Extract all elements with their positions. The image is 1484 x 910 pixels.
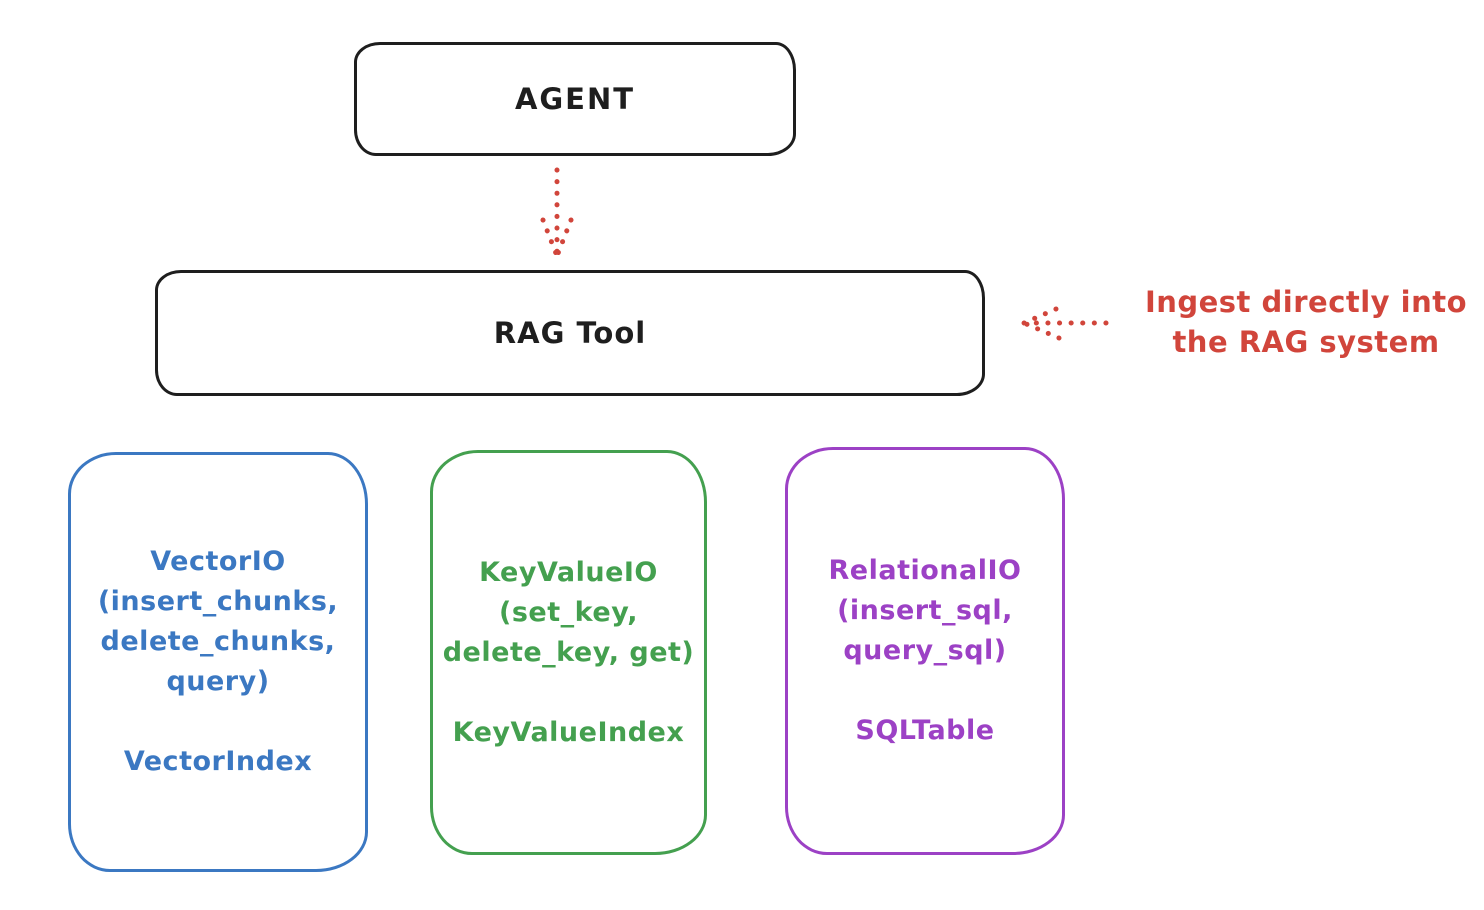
vector-io-methods-line2: delete_chunks, bbox=[100, 626, 336, 657]
annotation-to-ragtool-dotted-arrow-icon bbox=[1021, 306, 1109, 341]
keyvalue-io-methods-line2: delete_key, get) bbox=[442, 636, 695, 668]
rag-tool-label: RAG Tool bbox=[493, 316, 647, 350]
relational-io-methods-line2: query_sql) bbox=[843, 635, 1007, 666]
sql-table-label: SQLTable bbox=[855, 715, 995, 746]
ingest-annotation-line2: the RAG system bbox=[1172, 325, 1440, 359]
vector-io-node: VectorIO (insert_chunks, delete_chunks, … bbox=[68, 452, 368, 872]
rag-tool-node: RAG Tool bbox=[155, 270, 985, 396]
vector-index-label: VectorIndex bbox=[123, 746, 313, 777]
agent-label: AGENT bbox=[514, 82, 636, 116]
keyvalue-index-label: KeyValueIndex bbox=[452, 716, 685, 748]
keyvalue-io-title: KeyValueIO bbox=[479, 556, 658, 588]
vector-io-text: VectorIO (insert_chunks, delete_chunks, … bbox=[98, 542, 338, 782]
relational-io-methods-line1: (insert_sql, bbox=[837, 595, 1013, 626]
keyvalue-io-methods-line1: (set_key, bbox=[499, 596, 638, 628]
vector-io-title: VectorIO bbox=[150, 546, 286, 577]
ingest-annotation: Ingest directly into the RAG system bbox=[1138, 282, 1474, 362]
keyvalue-io-text: KeyValueIO (set_key, delete_key, get) Ke… bbox=[443, 553, 695, 753]
keyvalue-io-node: KeyValueIO (set_key, delete_key, get) Ke… bbox=[430, 450, 707, 855]
agent-node: AGENT bbox=[354, 42, 796, 156]
vector-io-methods-line3: query) bbox=[166, 666, 270, 697]
relational-io-title: RelationalIO bbox=[828, 555, 1022, 586]
relational-io-text: RelationalIO (insert_sql, query_sql) SQL… bbox=[829, 551, 1022, 751]
relational-io-node: RelationalIO (insert_sql, query_sql) SQL… bbox=[785, 447, 1065, 855]
agent-to-ragtool-dotted-arrow-icon bbox=[540, 167, 574, 259]
vector-io-methods-line1: (insert_chunks, bbox=[97, 586, 339, 617]
ingest-annotation-line1: Ingest directly into bbox=[1144, 285, 1468, 319]
